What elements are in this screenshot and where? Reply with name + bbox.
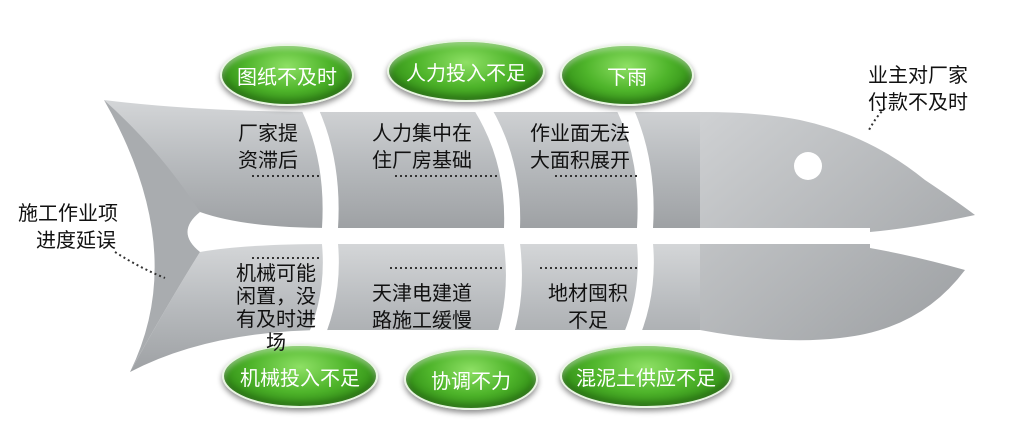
fish-upper-body xyxy=(104,100,700,228)
cause-top-2: 人力集中在 住厂房基础 xyxy=(372,120,472,174)
category-bottom-3: 混泥土供应不足 xyxy=(560,344,732,408)
category-top-2: 人力投入不足 xyxy=(387,40,545,102)
cause-top-1: 厂家提 资滞后 xyxy=(238,120,298,174)
cause-line: 大面积展开 xyxy=(530,148,630,172)
fish-tail xyxy=(104,100,200,372)
effect-label: 业主对厂家 付款不及时 xyxy=(868,62,968,116)
cause-line: 场 xyxy=(266,330,286,354)
problem-line-1: 施工作业项 xyxy=(18,201,118,225)
cause-line: 天津电建道 xyxy=(372,281,472,305)
cause-line: 闲置，没 xyxy=(236,284,316,308)
category-top-3: 下雨 xyxy=(560,44,694,106)
cause-bottom-2: 天津电建道 路施工缓慢 xyxy=(372,280,472,334)
leader-lines xyxy=(114,107,886,279)
cause-bottom-3: 地材囤积 不足 xyxy=(548,280,628,334)
effect-line-2: 付款不及时 xyxy=(868,90,968,114)
effect-line-1: 业主对厂家 xyxy=(868,63,968,87)
cause-line: 作业面无法 xyxy=(530,121,630,145)
cause-line: 人力集中在 xyxy=(372,121,472,145)
cause-line: 住厂房基础 xyxy=(372,148,472,172)
cause-line: 有及时进 xyxy=(236,307,316,331)
problem-label: 施工作业项 进度延误 xyxy=(18,200,118,254)
cause-line: 地材囤积 xyxy=(548,281,628,305)
cause-line: 机械可能 xyxy=(236,261,316,285)
fish-lower-body xyxy=(130,244,700,372)
fish-head xyxy=(700,112,975,341)
cause-line: 路施工缓慢 xyxy=(372,308,472,332)
fish-eye xyxy=(794,152,822,180)
spine xyxy=(200,228,870,244)
category-bottom-2: 协调不力 xyxy=(404,348,538,410)
category-top-1: 图纸不及时 xyxy=(220,44,354,106)
cause-bottom-1: 机械可能 闲置，没 有及时进 场 xyxy=(236,262,316,354)
cause-top-3: 作业面无法 大面积展开 xyxy=(530,120,630,174)
problem-line-2: 进度延误 xyxy=(36,228,116,252)
category-bottom-1: 机械投入不足 xyxy=(222,344,378,408)
cause-line: 厂家提 xyxy=(238,121,298,145)
cause-line: 资滞后 xyxy=(238,148,298,172)
cause-line: 不足 xyxy=(568,308,608,332)
